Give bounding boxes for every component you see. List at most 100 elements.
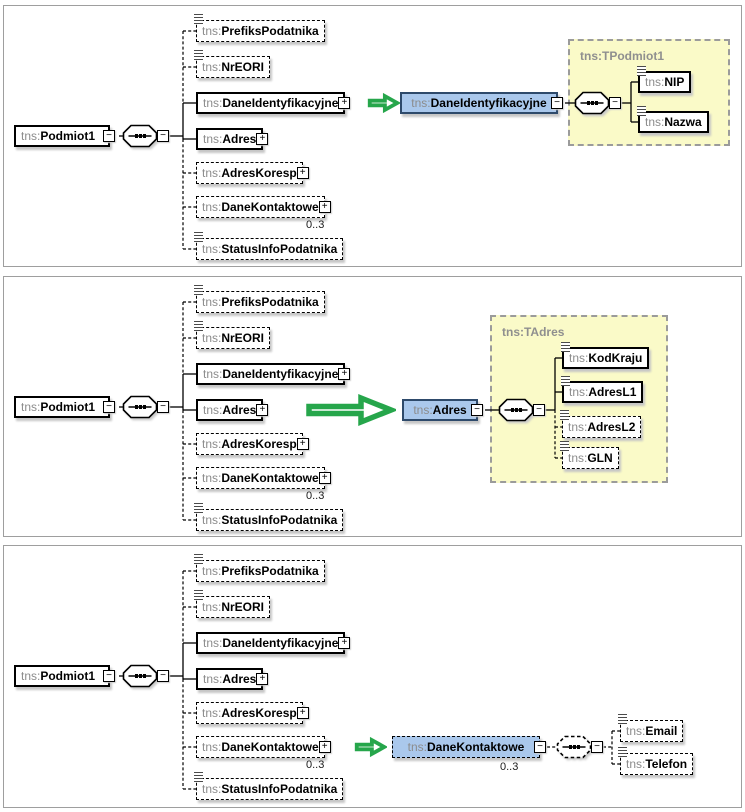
element-nreori[interactable]: tns:NrEORI xyxy=(194,321,271,349)
element-danekontaktowe[interactable]: tns:DaneKontaktowe + xyxy=(196,736,331,758)
expand-icon[interactable]: + xyxy=(296,167,309,179)
collapse-icon[interactable]: − xyxy=(609,97,621,109)
text-content-icon xyxy=(194,285,203,295)
expand-icon[interactable]: + xyxy=(318,741,331,753)
element-podmiot1[interactable]: tns:Podmiot1 − xyxy=(14,125,115,147)
element-danekontaktowe[interactable]: tns:DaneKontaktowe + xyxy=(196,196,331,218)
element-statusinfopodatnika[interactable]: tns:StatusInfoPodatnika xyxy=(194,772,344,800)
element-name: AdresKoresp xyxy=(221,166,297,180)
element-name: Adres xyxy=(432,403,467,417)
element-prefikspodatnika[interactable]: tns:PrefiksPodatnika xyxy=(194,285,325,313)
expand-icon[interactable]: + xyxy=(338,97,351,109)
type-label: tns:TPodmiot1 xyxy=(580,49,664,63)
expand-icon[interactable]: + xyxy=(338,368,351,380)
element-adres[interactable]: tns:Adres + xyxy=(196,128,269,150)
green-arrow-icon xyxy=(367,92,400,114)
ns-prefix: tns: xyxy=(202,564,222,578)
ns-prefix: tns: xyxy=(21,129,41,143)
element-prefikspodatnika[interactable]: tns:PrefiksPodatnika xyxy=(194,554,325,582)
element-adresl1[interactable]: tns:AdresL1 xyxy=(561,376,644,403)
element-daneidentyfikacyjne[interactable]: tns:DaneIdentyfikacyjne + xyxy=(196,92,351,114)
ns-prefix: tns: xyxy=(202,437,222,451)
diagram-panel-daneidentyfikacyjne: tns:TPodmiot1 tns:Podmiot1 − − tns:Prefi… xyxy=(3,5,742,267)
element-name: DaneIdentyfikacyjne xyxy=(222,96,339,110)
element-podmiot1[interactable]: tns:Podmiot1 − xyxy=(14,665,115,687)
element-daneidentyfikacyjne[interactable]: tns:DaneIdentyfikacyjne + xyxy=(196,363,351,385)
element-adreskoresp[interactable]: tns:AdresKoresp + xyxy=(196,702,309,724)
element-nreori[interactable]: tns:NrEORI xyxy=(194,50,271,78)
element-name: PrefiksPodatnika xyxy=(221,564,319,578)
element-adres-focused[interactable]: tns:Adres − xyxy=(402,399,483,421)
expand-icon[interactable]: + xyxy=(256,673,269,685)
text-content-icon xyxy=(194,772,203,782)
element-danekontaktowe[interactable]: tns:DaneKontaktowe + xyxy=(196,467,331,489)
sequence-icon xyxy=(122,664,158,688)
element-nazwa[interactable]: tns:Nazwa xyxy=(637,106,709,133)
collapse-icon[interactable]: − xyxy=(551,97,563,109)
element-gln[interactable]: tns:GLN xyxy=(560,441,619,469)
element-adreskoresp[interactable]: tns:AdresKoresp + xyxy=(196,433,309,455)
text-content-icon xyxy=(561,376,570,386)
element-danekontaktowe-focused[interactable]: tns:DaneKontaktowe − xyxy=(392,736,546,758)
element-podmiot1[interactable]: tns:Podmiot1 − xyxy=(14,396,115,418)
element-adreskoresp[interactable]: tns:AdresKoresp + xyxy=(196,162,309,184)
expand-icon[interactable]: + xyxy=(318,201,331,213)
expand-icon[interactable]: + xyxy=(338,637,351,649)
element-name: Podmiot1 xyxy=(40,129,96,143)
expand-icon[interactable]: + xyxy=(256,133,269,145)
text-content-icon xyxy=(194,232,203,242)
element-nip[interactable]: tns:NIP xyxy=(637,66,692,93)
element-name: GLN xyxy=(587,451,613,465)
ns-prefix: tns: xyxy=(411,96,431,110)
element-name: Email xyxy=(645,724,678,738)
ns-prefix: tns: xyxy=(407,740,427,754)
element-name: DaneKontaktowe xyxy=(221,740,319,754)
collapse-icon[interactable]: − xyxy=(157,670,169,682)
element-name: PrefiksPodatnika xyxy=(221,295,319,309)
collapse-icon[interactable]: − xyxy=(103,401,115,413)
element-daneidentyfikacyjne-focused[interactable]: tns:DaneIdentyfikacyjne − xyxy=(400,92,563,114)
element-name: NrEORI xyxy=(221,331,265,345)
collapse-icon[interactable]: − xyxy=(103,130,115,142)
element-name: DaneKontaktowe xyxy=(426,740,525,754)
sequence-icon xyxy=(122,124,158,148)
element-statusinfopodatnika[interactable]: tns:StatusInfoPodatnika xyxy=(194,503,344,531)
ns-prefix: tns: xyxy=(413,403,433,417)
element-prefikspodatnika[interactable]: tns:PrefiksPodatnika xyxy=(194,14,325,42)
element-name: NrEORI xyxy=(221,60,265,74)
ns-prefix: tns: xyxy=(203,636,223,650)
collapse-icon[interactable]: − xyxy=(533,404,545,416)
ns-prefix: tns: xyxy=(202,600,222,614)
collapse-icon[interactable]: − xyxy=(157,401,169,413)
expand-icon[interactable]: + xyxy=(256,404,269,416)
ns-prefix: tns: xyxy=(21,669,41,683)
element-adres[interactable]: tns:Adres + xyxy=(196,399,269,421)
ns-prefix: tns: xyxy=(202,471,222,485)
expand-icon[interactable]: + xyxy=(318,472,331,484)
element-name: Podmiot1 xyxy=(40,400,96,414)
expand-icon[interactable]: + xyxy=(296,438,309,450)
element-kodkraju[interactable]: tns:KodKraju xyxy=(561,342,650,369)
element-name: NIP xyxy=(664,75,685,89)
expand-icon[interactable]: + xyxy=(296,707,309,719)
ns-prefix: tns: xyxy=(569,351,589,365)
element-nreori[interactable]: tns:NrEORI xyxy=(194,590,271,618)
element-name: PrefiksPodatnika xyxy=(221,24,319,38)
element-adres[interactable]: tns:Adres + xyxy=(196,668,269,690)
green-arrow-icon xyxy=(306,393,396,427)
element-statusinfopodatnika[interactable]: tns:StatusInfoPodatnika xyxy=(194,232,344,260)
text-content-icon xyxy=(560,410,569,420)
collapse-icon[interactable]: − xyxy=(591,741,603,753)
collapse-icon[interactable]: − xyxy=(534,741,546,753)
element-email[interactable]: tns:Email xyxy=(618,714,684,742)
collapse-icon[interactable]: − xyxy=(157,130,169,142)
element-daneidentyfikacyjne[interactable]: tns:DaneIdentyfikacyjne + xyxy=(196,632,351,654)
element-adresl2[interactable]: tns:AdresL2 xyxy=(560,410,642,438)
element-name: DaneIdentyfikacyjne xyxy=(222,367,339,381)
collapse-icon[interactable]: − xyxy=(103,670,115,682)
collapse-icon[interactable]: − xyxy=(471,404,483,416)
ns-prefix: tns: xyxy=(203,403,223,417)
element-telefon[interactable]: tns:Telefon xyxy=(618,747,694,775)
ns-prefix: tns: xyxy=(202,242,222,256)
text-content-icon xyxy=(194,503,203,513)
